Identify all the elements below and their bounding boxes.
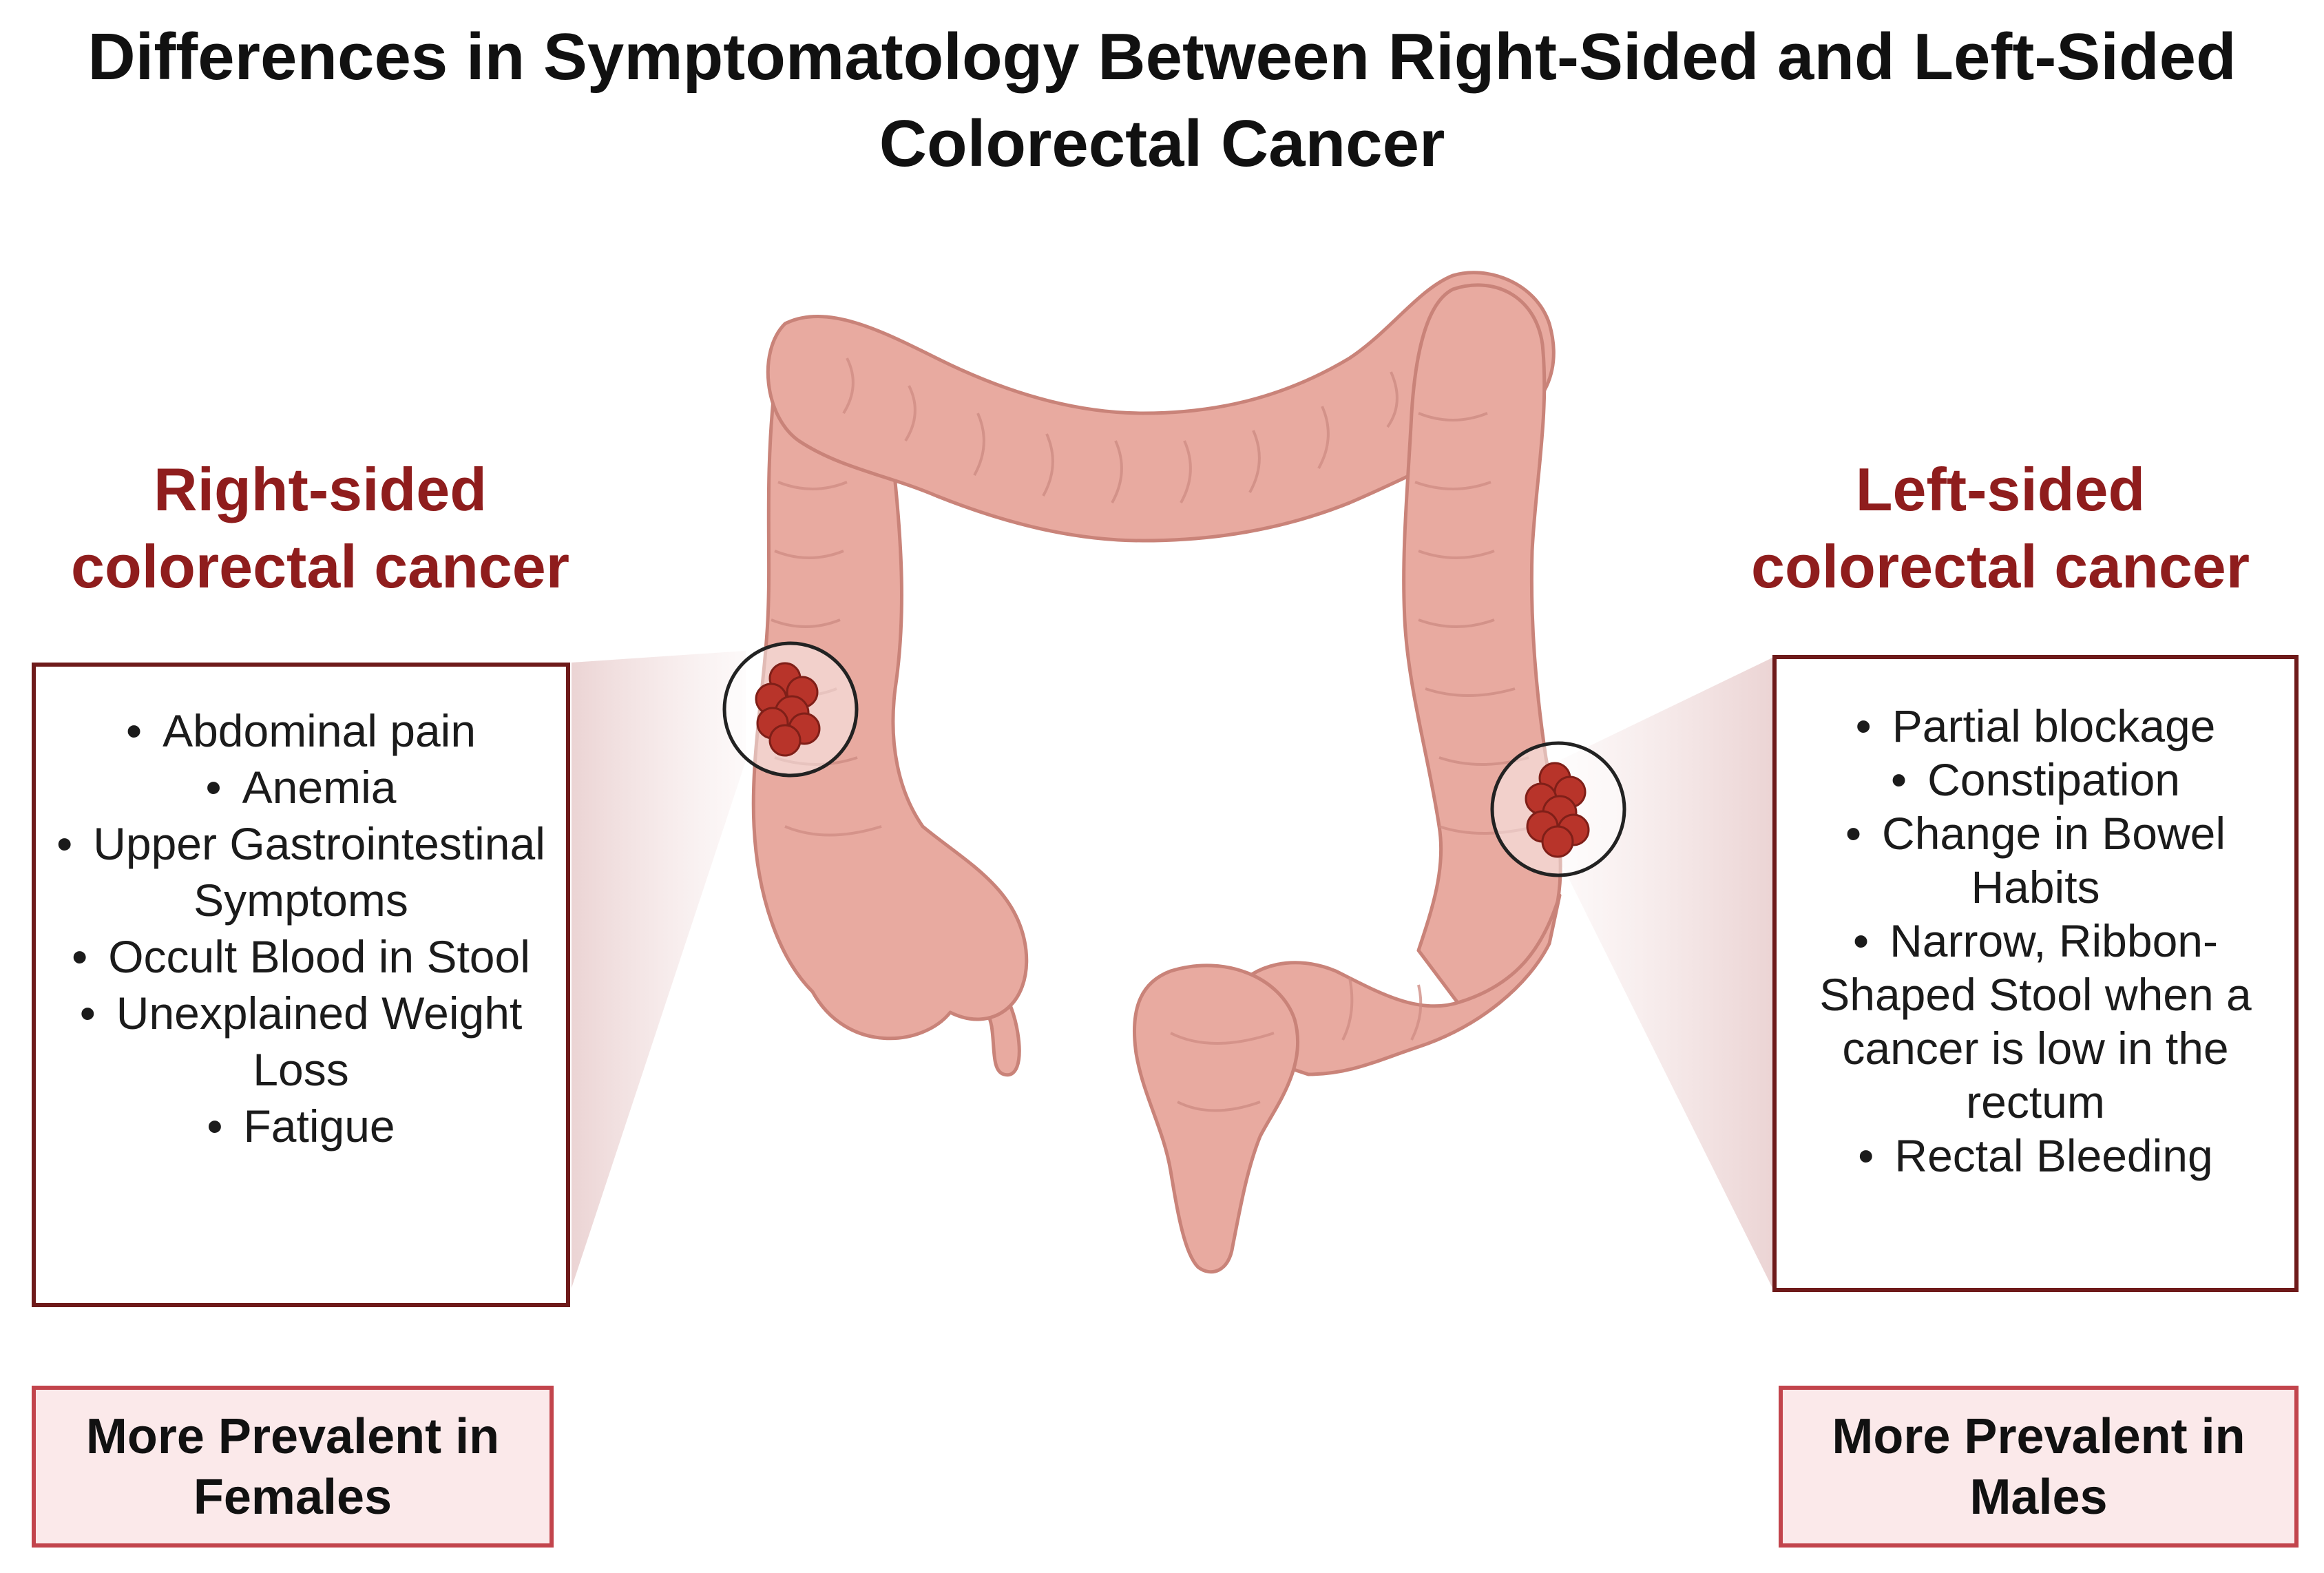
symptom-item: Abdominal pain <box>36 702 566 759</box>
haustra-folds <box>767 357 1536 1112</box>
colon <box>751 271 1562 1274</box>
male-prevalence-label: More Prevalent in Males <box>1832 1408 2246 1525</box>
symptom-item: Rectal Bleeding <box>1777 1129 2294 1183</box>
descending-colon <box>1402 283 1562 1008</box>
symptom-item: Partial blockage <box>1777 699 2294 753</box>
symptom-item: Fatigue <box>36 1098 566 1154</box>
tumor-icon <box>755 662 821 757</box>
female-prevalence-box: More Prevalent in Females <box>32 1386 554 1548</box>
right-tumor-magnifier <box>722 641 859 778</box>
left-sided-heading: Left-sided colorectal cancer <box>1751 455 2250 601</box>
male-prevalence-box: More Prevalent in Males <box>1779 1386 2299 1548</box>
symptom-item: Occult Blood in Stool <box>36 928 566 985</box>
left-sided-symptom-list: Partial blockage Constipation Change in … <box>1777 659 2294 1183</box>
left-tumor-magnifier <box>1490 741 1626 877</box>
page-title: Differences in Symptomatology Between Ri… <box>87 20 2237 180</box>
right-sided-symptom-list: Abdominal pain Anemia Upper Gastrointest… <box>36 667 566 1154</box>
symptom-item: Unexplained Weight Loss <box>36 985 566 1098</box>
right-sided-symptom-box: Abdominal pain Anemia Upper Gastrointest… <box>32 663 570 1307</box>
female-prevalence-label: More Prevalent in Females <box>85 1408 500 1525</box>
rectum <box>1132 963 1300 1274</box>
symptom-item: Constipation <box>1777 753 2294 806</box>
symptom-item: Change in Bowel Habits <box>1777 806 2294 914</box>
left-callout-wedge <box>1558 658 1772 1288</box>
symptom-item: Narrow, Ribbon-Shaped Stool when a cance… <box>1777 914 2294 1129</box>
right-sided-heading: Right-sided colorectal cancer <box>71 455 569 601</box>
left-sided-symptom-box: Partial blockage Constipation Change in … <box>1772 655 2299 1292</box>
symptom-item: Anemia <box>36 759 566 815</box>
tumor-icon <box>1525 762 1590 858</box>
right-callout-wedge <box>572 651 746 1288</box>
symptom-item: Upper Gastrointestinal Symptoms <box>36 815 566 928</box>
